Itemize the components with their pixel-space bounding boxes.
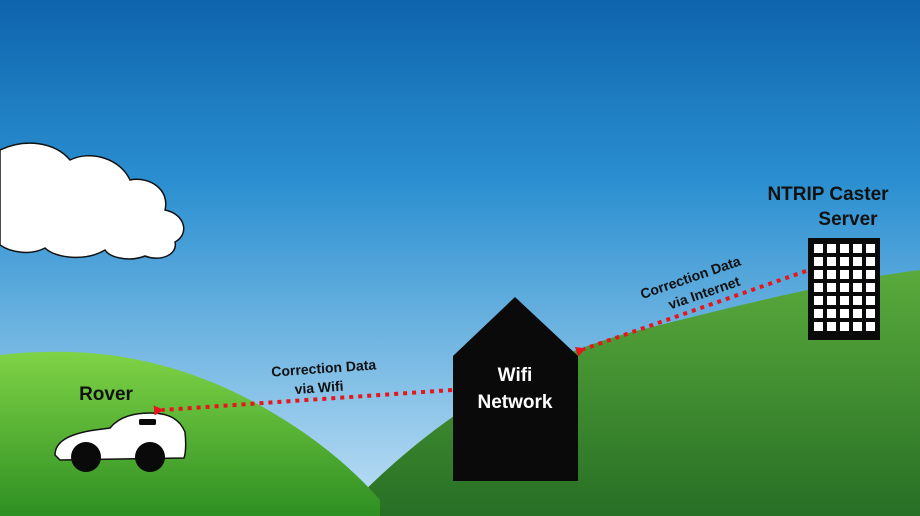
left-hill <box>0 351 380 516</box>
wifi-link-arrow <box>153 388 453 416</box>
cloud-icon <box>0 142 185 260</box>
car-icon <box>54 412 187 472</box>
server-label-line1: NTRIP Caster <box>767 184 889 205</box>
house-icon <box>453 297 578 481</box>
wifi-label-line2: Network <box>478 392 553 413</box>
internet-link-arrow <box>574 269 807 357</box>
office-building-icon <box>808 238 880 340</box>
server-label-line2: Server <box>818 209 878 230</box>
rover-label: Rover <box>79 384 133 405</box>
wifi-label-line1: Wifi <box>498 365 533 386</box>
wifi-link-caption-line1: Correction Data <box>271 356 377 379</box>
wifi-link-caption: Correction Data via Wifi <box>271 356 377 397</box>
wifi-link-caption-line2: via Wifi <box>294 378 344 397</box>
